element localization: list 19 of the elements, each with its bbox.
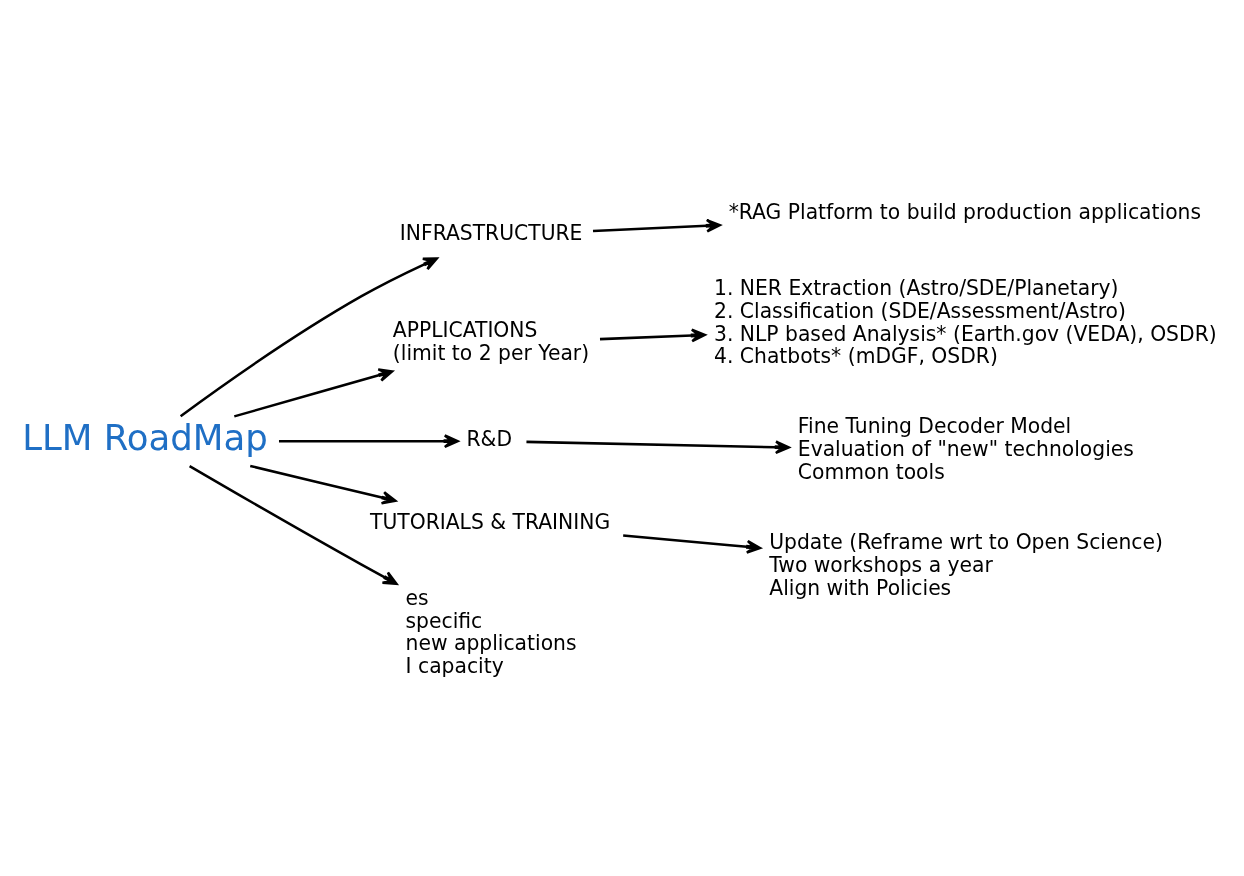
arrow [188, 464, 398, 585]
node-text: 1. NER Extraction (Astro/SDE/Planetary) 2. Classification (SDE/Assessment/Astro) 3. NLP based Analysis* (Earth.gov (VEDA), OSDR) 4. Chatbots* (mDGF, OSDR) [714, 275, 1217, 369]
arrow [592, 218, 721, 233]
node-text: APPLICATIONS (limit to 2 per Year) [392, 317, 590, 365]
node-text: INFRASTRUCTURE [399, 221, 583, 246]
arrow [526, 440, 790, 455]
arrow [249, 464, 397, 505]
arrow [623, 534, 762, 554]
arrow [279, 434, 459, 449]
node-text: TUTORIALS & TRAINING [370, 509, 611, 534]
arrow [599, 328, 706, 343]
node-text: LLM RoadMap [22, 416, 268, 458]
node-text: es specific new applications I capacity [405, 585, 577, 679]
node-text: Update (Reframe wrt to Open Science) Two workshops a year Align with Policies [769, 529, 1163, 600]
node-text: *RAG Platform to build production applications [728, 199, 1201, 224]
node-text: Fine Tuning Decoder Model Evaluation of "new" technologies Common tools [797, 414, 1134, 485]
node-text: R&D [466, 427, 513, 451]
arrow [179, 257, 438, 418]
arrow [233, 368, 394, 418]
